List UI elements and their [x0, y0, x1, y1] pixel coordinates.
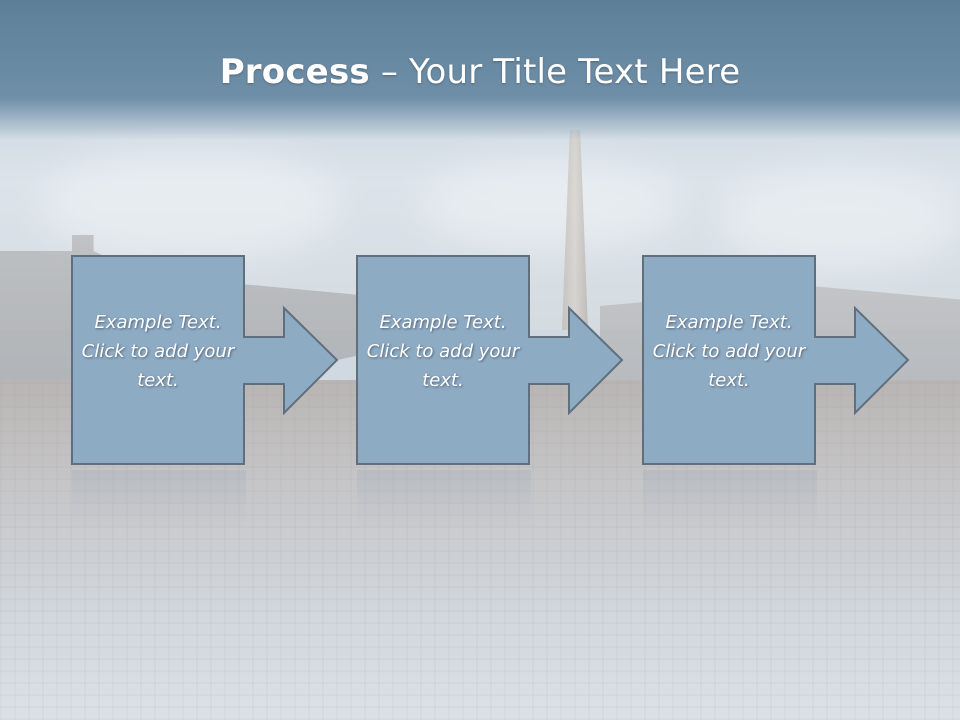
step-shape: [71, 255, 339, 465]
step-text: Example Text. Click to add your text.: [366, 312, 520, 391]
cloud: [420, 160, 680, 250]
step-reflection: [357, 470, 531, 530]
right-arrow-icon: [528, 305, 624, 416]
step-box: [356, 255, 530, 465]
cloud: [720, 170, 960, 270]
title-rest: – Your Title Text Here: [369, 52, 741, 92]
process-step-3[interactable]: Example Text. Click to add your text.: [642, 255, 960, 466]
step-reflection: [643, 470, 817, 530]
title-bold: Process: [219, 52, 370, 92]
step-text: Example Text. Click to add your text.: [652, 312, 806, 391]
title-bar: [0, 0, 960, 140]
step-shape: [642, 255, 910, 465]
step-shape: [356, 255, 624, 465]
step-reflection: [72, 470, 246, 530]
right-arrow-icon: [814, 305, 910, 416]
slide-title[interactable]: Process – Your Title Text Here: [0, 52, 960, 92]
right-arrow-icon: [243, 305, 339, 416]
process-step-2[interactable]: Example Text. Click to add your text.: [356, 255, 697, 466]
process-step-1[interactable]: Example Text. Click to add your text.: [71, 255, 412, 466]
step-text: Example Text. Click to add your text.: [81, 312, 235, 391]
step-box: [71, 255, 245, 465]
step-box: [642, 255, 816, 465]
